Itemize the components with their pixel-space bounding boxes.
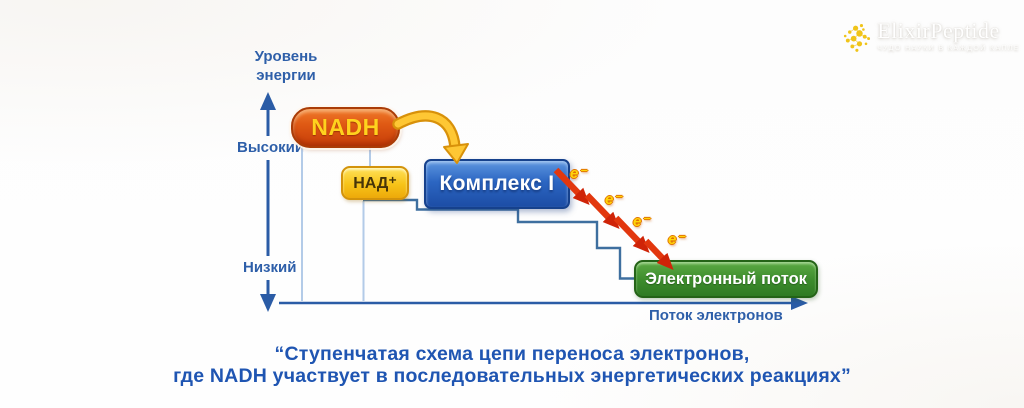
complex-1-box-label: Комплекс I	[439, 172, 555, 195]
electron-flow-box: Электронный поток	[634, 260, 818, 298]
molecule-icon	[843, 24, 871, 52]
staircase-line	[363, 198, 636, 280]
complex-1-box: Комплекс I	[424, 159, 570, 209]
x-axis-right-arrowhead-icon	[791, 296, 808, 310]
nadh-badge-label: NADH	[311, 114, 380, 140]
y-axis-title: Уровень энергии	[233, 47, 339, 85]
y-axis-up-arrowhead-icon	[260, 92, 276, 110]
nad-plus-badge: НАД⁺	[341, 166, 409, 200]
nadh-badge: NADH	[291, 107, 400, 148]
brand-logo: ElixirPeptide ЧУДО НАУКИ В КАЖДОЙ КАПЛЕ	[840, 8, 1020, 64]
figure-caption: “Ступенчатая схема цепи переноса электро…	[0, 343, 1024, 387]
brand-name: ElixirPeptide	[877, 18, 1000, 43]
y-axis-low-label: Низкий	[243, 259, 297, 276]
figure-caption-line2: где NADH участвует в последовательных эн…	[173, 365, 851, 387]
electron-label-3: e⁻	[633, 213, 650, 230]
y-axis-high-label: Высокий	[237, 139, 305, 156]
brand-tagline: ЧУДО НАУКИ В КАЖДОЙ КАПЛЕ	[877, 45, 1020, 52]
electron-label-4: e⁻	[668, 231, 685, 248]
y-axis-title-line1: Уровень	[254, 48, 318, 65]
figure-caption-line1: “Ступенчатая схема цепи переноса электро…	[274, 343, 750, 365]
y-axis-down-arrowhead-icon	[260, 294, 276, 312]
electron-label-1: e⁻	[570, 165, 587, 182]
nad-plus-badge-label: НАД⁺	[353, 175, 397, 192]
x-axis-label: Поток электронов	[649, 307, 783, 324]
brand-text-block: ElixirPeptide ЧУДО НАУКИ В КАЖДОЙ КАПЛЕ	[877, 18, 1020, 53]
y-axis-title-line2: энергии	[256, 67, 316, 84]
electron-label-2: e⁻	[605, 191, 622, 208]
electron-flow-box-label: Электронный поток	[645, 269, 807, 288]
